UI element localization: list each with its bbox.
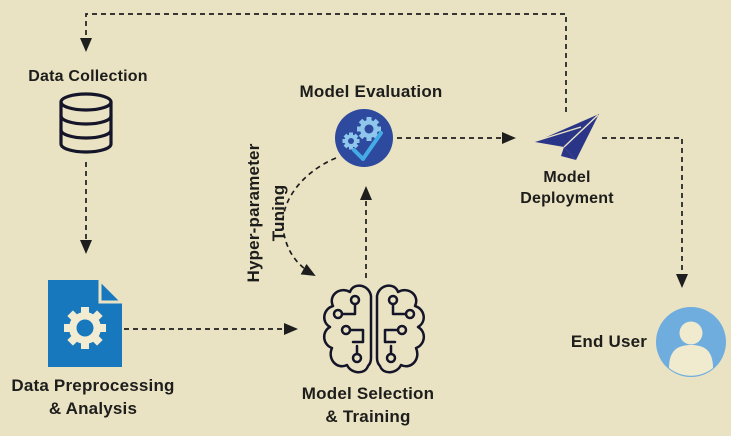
document-gear-icon	[48, 280, 122, 367]
hyperparameter-tuning-label: Hyper-parameter Tuning	[244, 143, 288, 283]
data-preprocessing-label: Data Preprocessing & Analysis	[11, 376, 175, 418]
person-icon	[656, 307, 726, 377]
arrow-deployment-to-collection	[80, 13, 567, 112]
circuit-brain-icon	[323, 284, 425, 374]
data-collection-label: Data Collection	[28, 68, 148, 85]
model-selection-label: Model Selection & Training	[301, 384, 435, 426]
paper-plane-icon	[535, 114, 599, 160]
arrow-tuning-feedback	[281, 157, 337, 276]
end-user-label: End User	[570, 332, 648, 351]
model-deployment-label: Model Deployment	[520, 169, 614, 207]
database-icon	[59, 92, 113, 154]
arrow-deployment-to-enduser	[602, 137, 688, 288]
gears-check-icon	[335, 109, 393, 167]
model-evaluation-label: Model Evaluation	[299, 82, 443, 101]
